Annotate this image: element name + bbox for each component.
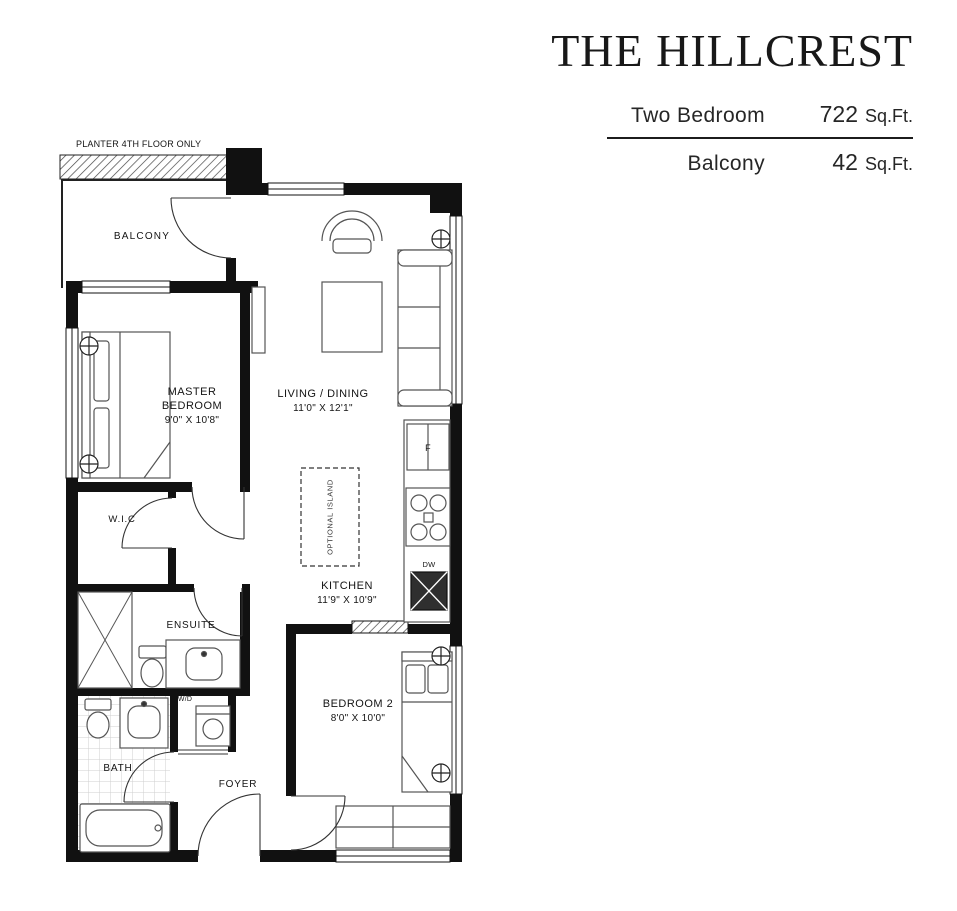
bedroom2-bottom-window bbox=[335, 849, 451, 863]
washer-dryer bbox=[195, 705, 231, 747]
sofa bbox=[397, 249, 453, 407]
master-window bbox=[65, 327, 79, 479]
lounge-chair bbox=[321, 210, 383, 254]
room-label-wic: W.I.C bbox=[108, 514, 136, 525]
bedroom2-door bbox=[290, 795, 346, 851]
window-anchor-icon bbox=[79, 336, 99, 356]
washer-dryer-label: W/D bbox=[177, 696, 193, 703]
bathtub bbox=[79, 803, 171, 853]
window-anchor-icon bbox=[431, 646, 451, 666]
windows bbox=[65, 182, 463, 863]
room-name: LIVING / DINING bbox=[277, 388, 369, 400]
bedroom2-closet bbox=[335, 805, 451, 849]
fridge-label: F bbox=[425, 443, 431, 453]
planter-note: PLANTER 4TH FLOOR ONLY bbox=[76, 139, 202, 149]
wd-closet-doors bbox=[178, 749, 228, 755]
spec-value: 722 Sq.Ft. bbox=[765, 101, 913, 128]
bath-toilet bbox=[84, 698, 112, 739]
plan-title: THE HILLCREST bbox=[551, 25, 913, 76]
window-anchor-icon bbox=[79, 454, 99, 474]
kitchen-threshold-band bbox=[351, 620, 409, 634]
living-top-window bbox=[267, 182, 345, 196]
entry-door bbox=[197, 793, 261, 857]
master-balcony-window bbox=[81, 280, 171, 294]
bath-door bbox=[123, 751, 175, 803]
window-anchor-icons bbox=[79, 229, 451, 783]
dishwasher bbox=[410, 571, 448, 611]
spec-value: 42 Sq.Ft. bbox=[765, 149, 913, 176]
room-label-bath: BATH bbox=[103, 763, 133, 774]
room-dims: 8'0" X 10'0" bbox=[330, 713, 386, 724]
stove bbox=[405, 487, 451, 547]
plan-header: THE HILLCREST Two Bedroom 722 Sq.Ft. Bal… bbox=[513, 25, 913, 185]
wic-door bbox=[121, 497, 173, 549]
master-bed bbox=[81, 331, 171, 479]
ensuite-toilet bbox=[138, 645, 167, 688]
optional-island-label: OPTIONAL ISLAND bbox=[325, 479, 335, 555]
window-anchor-icon bbox=[431, 763, 451, 783]
optional-island-outline bbox=[300, 467, 360, 567]
balcony-outline bbox=[61, 179, 226, 288]
spec-label: Two Bedroom bbox=[631, 103, 765, 127]
master-door bbox=[191, 486, 245, 540]
bath-sink bbox=[119, 697, 169, 749]
dishwasher-label: DW bbox=[422, 560, 436, 569]
spec-unit: Sq.Ft. bbox=[864, 153, 913, 174]
spec-label: Balcony bbox=[687, 151, 765, 175]
balcony-door bbox=[170, 197, 232, 259]
shower bbox=[77, 591, 133, 689]
room-name: MASTER BEDROOM bbox=[161, 386, 223, 412]
window-anchor-icon bbox=[431, 229, 451, 249]
kitchen-counter bbox=[403, 419, 451, 623]
spec-number: 722 bbox=[819, 100, 858, 127]
room-name: KITCHEN bbox=[321, 580, 373, 592]
dining-table bbox=[321, 281, 383, 353]
room-label-foyer: FOYER bbox=[218, 779, 258, 790]
ensuite-door bbox=[193, 587, 243, 637]
spec-unit: Sq.Ft. bbox=[864, 105, 913, 126]
room-label-ensuite: ENSUITE bbox=[166, 620, 216, 631]
room-name: BEDROOM 2 bbox=[322, 698, 394, 710]
room-label-balcony: BALCONY bbox=[113, 231, 171, 242]
room-dims: 11'9" X 10'9" bbox=[317, 595, 377, 606]
room-label-bedroom2: BEDROOM 2 8'0" X 10'0" bbox=[323, 697, 394, 724]
interior-walls bbox=[66, 293, 462, 862]
tv-console bbox=[251, 286, 266, 354]
spec-row-balcony: Balcony 42 Sq.Ft. bbox=[607, 139, 913, 185]
room-label-living: LIVING / DINING 11'0" X 12'1" bbox=[277, 387, 368, 414]
spec-number: 42 bbox=[832, 148, 858, 175]
ensuite-vanity bbox=[165, 639, 241, 689]
room-dims: 11'0" X 12'1" bbox=[293, 403, 353, 414]
spec-row-two-bedroom: Two Bedroom 722 Sq.Ft. bbox=[607, 91, 913, 139]
room-label-kitchen: KITCHEN 11'9" X 10'9" bbox=[317, 579, 377, 606]
spec-table: Two Bedroom 722 Sq.Ft. Balcony 42 Sq.Ft. bbox=[607, 91, 913, 185]
room-dims: 9'0" X 10'8" bbox=[164, 415, 220, 426]
room-label-master: MASTER BEDROOM 9'0" X 10'8" bbox=[144, 385, 240, 426]
